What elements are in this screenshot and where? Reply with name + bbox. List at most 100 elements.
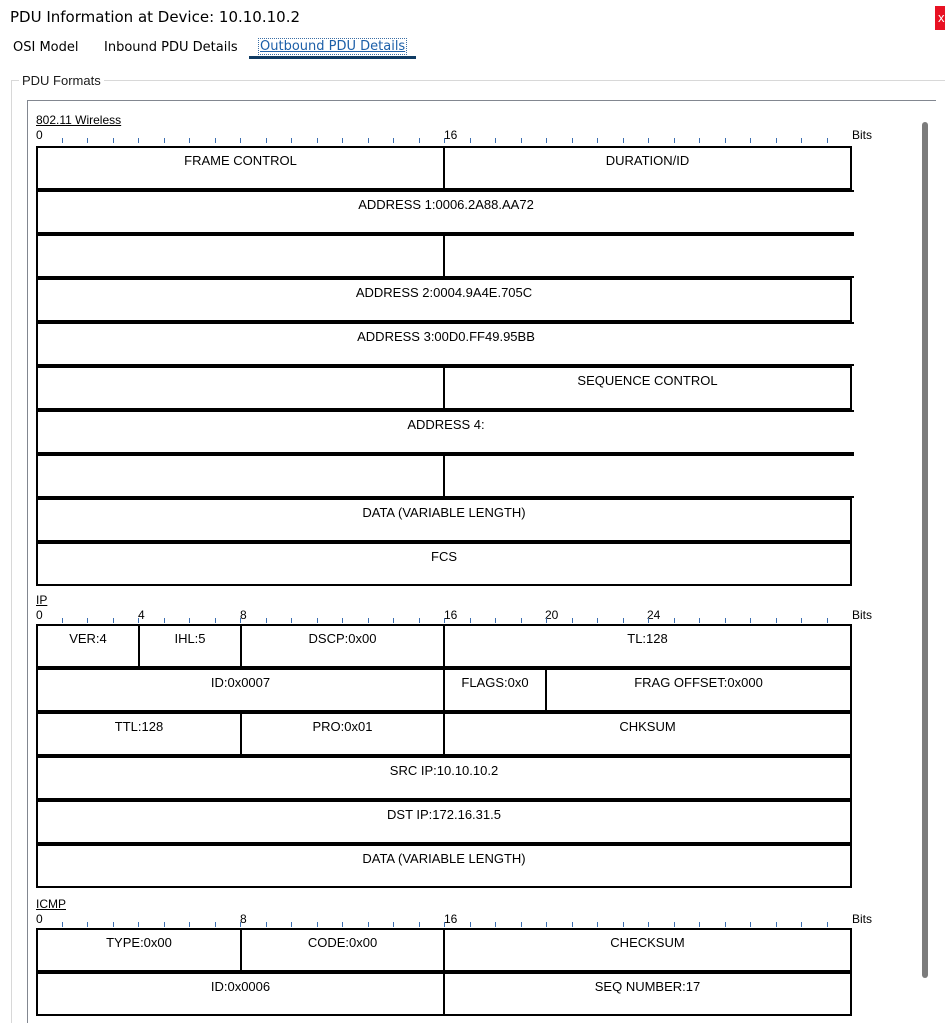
ruler-tick [113, 138, 114, 143]
ruler-tick [597, 922, 598, 927]
ruler-tick [725, 618, 726, 623]
ruler-label: 8 [240, 608, 247, 622]
ruler-tick [725, 138, 726, 143]
ruler-tick [495, 922, 496, 927]
ruler-tick [495, 138, 496, 143]
ruler-tick [623, 138, 624, 143]
ruler-label: 24 [647, 608, 661, 622]
ruler-tick [495, 618, 496, 623]
ruler-tick [240, 138, 241, 143]
field-code: CODE:0x00 [240, 928, 445, 972]
field-src-ip: SRC IP:10.10.10.2 [36, 756, 852, 800]
ruler-tick [827, 922, 828, 927]
field-address-3-cont [36, 366, 445, 410]
ruler-tick [266, 618, 267, 623]
table-row: DATA (VARIABLE LENGTH) [36, 498, 852, 542]
field-data-start [443, 454, 854, 498]
ruler-tick [674, 138, 675, 143]
field-checksum: CHECKSUM [443, 928, 852, 972]
field-address-4-cont [36, 454, 445, 498]
ruler-tick [521, 618, 522, 623]
tab-inbound-pdu-details[interactable]: Inbound PDU Details [104, 40, 238, 55]
ruler-tick [164, 922, 165, 927]
field-pro: PRO:0x01 [240, 712, 445, 756]
ruler-tick [62, 138, 63, 143]
ruler-label: 0 [36, 608, 43, 622]
title-bar: PDU Information at Device: 10.10.10.2 x [0, 0, 945, 34]
ruler-tick [623, 922, 624, 927]
table-row: FCS [36, 542, 852, 586]
ruler-tick [521, 138, 522, 143]
ruler-tick [113, 922, 114, 927]
field-data: DATA (VARIABLE LENGTH) [36, 498, 852, 542]
ruler-tick [801, 618, 802, 623]
field-flags: FLAGS:0x0 [443, 668, 547, 712]
ruler-label: 20 [545, 608, 559, 622]
ruler-tick [393, 138, 394, 143]
section-title-icmp: ICMP [36, 897, 66, 911]
ruler-tick [87, 922, 88, 927]
table-row: ADDRESS 4: [36, 410, 854, 454]
field-dst-ip: DST IP:172.16.31.5 [36, 800, 852, 844]
field-ihl: IHL:5 [138, 624, 242, 668]
ruler-label: 16 [444, 912, 458, 926]
table-row: FRAME CONTROL DURATION/ID [36, 146, 852, 190]
field-dscp: DSCP:0x00 [240, 624, 445, 668]
tab-osi-model[interactable]: OSI Model [13, 40, 79, 55]
field-ver: VER:4 [36, 624, 140, 668]
ruler-tick [419, 618, 420, 623]
ruler-tick [470, 922, 471, 927]
ruler-tick [317, 138, 318, 143]
ruler-tick [827, 138, 828, 143]
ruler-tick [572, 138, 573, 143]
ruler-label: 8 [240, 912, 247, 926]
ruler-tick [342, 138, 343, 143]
ruler-tick [368, 138, 369, 143]
bit-ruler-icmp: 0 8 16 Bits [36, 912, 872, 928]
ruler-tick [648, 138, 649, 143]
ruler-tick [368, 922, 369, 927]
field-address-2-start [443, 234, 854, 278]
ruler-tick [317, 922, 318, 927]
bit-ruler-ip: 0 4 8 16 20 24 Bits [36, 608, 872, 624]
ruler-tick [419, 922, 420, 927]
ruler-tick [674, 922, 675, 927]
ruler-tick [444, 618, 445, 623]
ruler-tick [597, 618, 598, 623]
field-address-3: ADDRESS 3:00D0.FF49.95BB [36, 322, 854, 366]
table-row: DATA (VARIABLE LENGTH) [36, 844, 852, 888]
ruler-label: 16 [444, 608, 458, 622]
close-button[interactable]: x [935, 6, 945, 30]
table-row: DST IP:172.16.31.5 [36, 800, 852, 844]
ruler-tick [393, 922, 394, 927]
ruler-tick [750, 922, 751, 927]
ruler-tick [138, 138, 139, 143]
field-chksum: CHKSUM [443, 712, 852, 756]
section-title-wireless: 802.11 Wireless [36, 113, 122, 127]
ruler-tick [546, 618, 547, 623]
ruler-tick [699, 138, 700, 143]
bits-label: Bits [852, 128, 873, 142]
group-label: PDU Formats [19, 73, 104, 88]
ruler-tick [444, 138, 445, 143]
ruler-tick [776, 138, 777, 143]
scrollbar-thumb[interactable] [922, 122, 928, 978]
table-row: TTL:128 PRO:0x01 CHKSUM [36, 712, 852, 756]
table-row: TYPE:0x00 CODE:0x00 CHECKSUM [36, 928, 852, 972]
ruler-tick [801, 138, 802, 143]
ruler-tick [215, 922, 216, 927]
field-address-2: ADDRESS 2:0004.9A4E.705C [36, 278, 852, 322]
field-frame-control: FRAME CONTROL [36, 146, 445, 190]
field-type: TYPE:0x00 [36, 928, 242, 972]
table-row [36, 454, 854, 498]
field-icmp-id: ID:0x0006 [36, 972, 445, 1016]
table-row: ID:0x0006 SEQ NUMBER:17 [36, 972, 852, 1016]
ruler-label: 0 [36, 128, 43, 142]
ruler-tick [62, 922, 63, 927]
ruler-tick [138, 618, 139, 623]
field-address-1: ADDRESS 1:0006.2A88.AA72 [36, 190, 854, 234]
ruler-tick [342, 618, 343, 623]
ruler-tick [342, 922, 343, 927]
ruler-tick [240, 922, 241, 927]
tab-outbound-pdu-details[interactable]: Outbound PDU Details [257, 38, 408, 55]
